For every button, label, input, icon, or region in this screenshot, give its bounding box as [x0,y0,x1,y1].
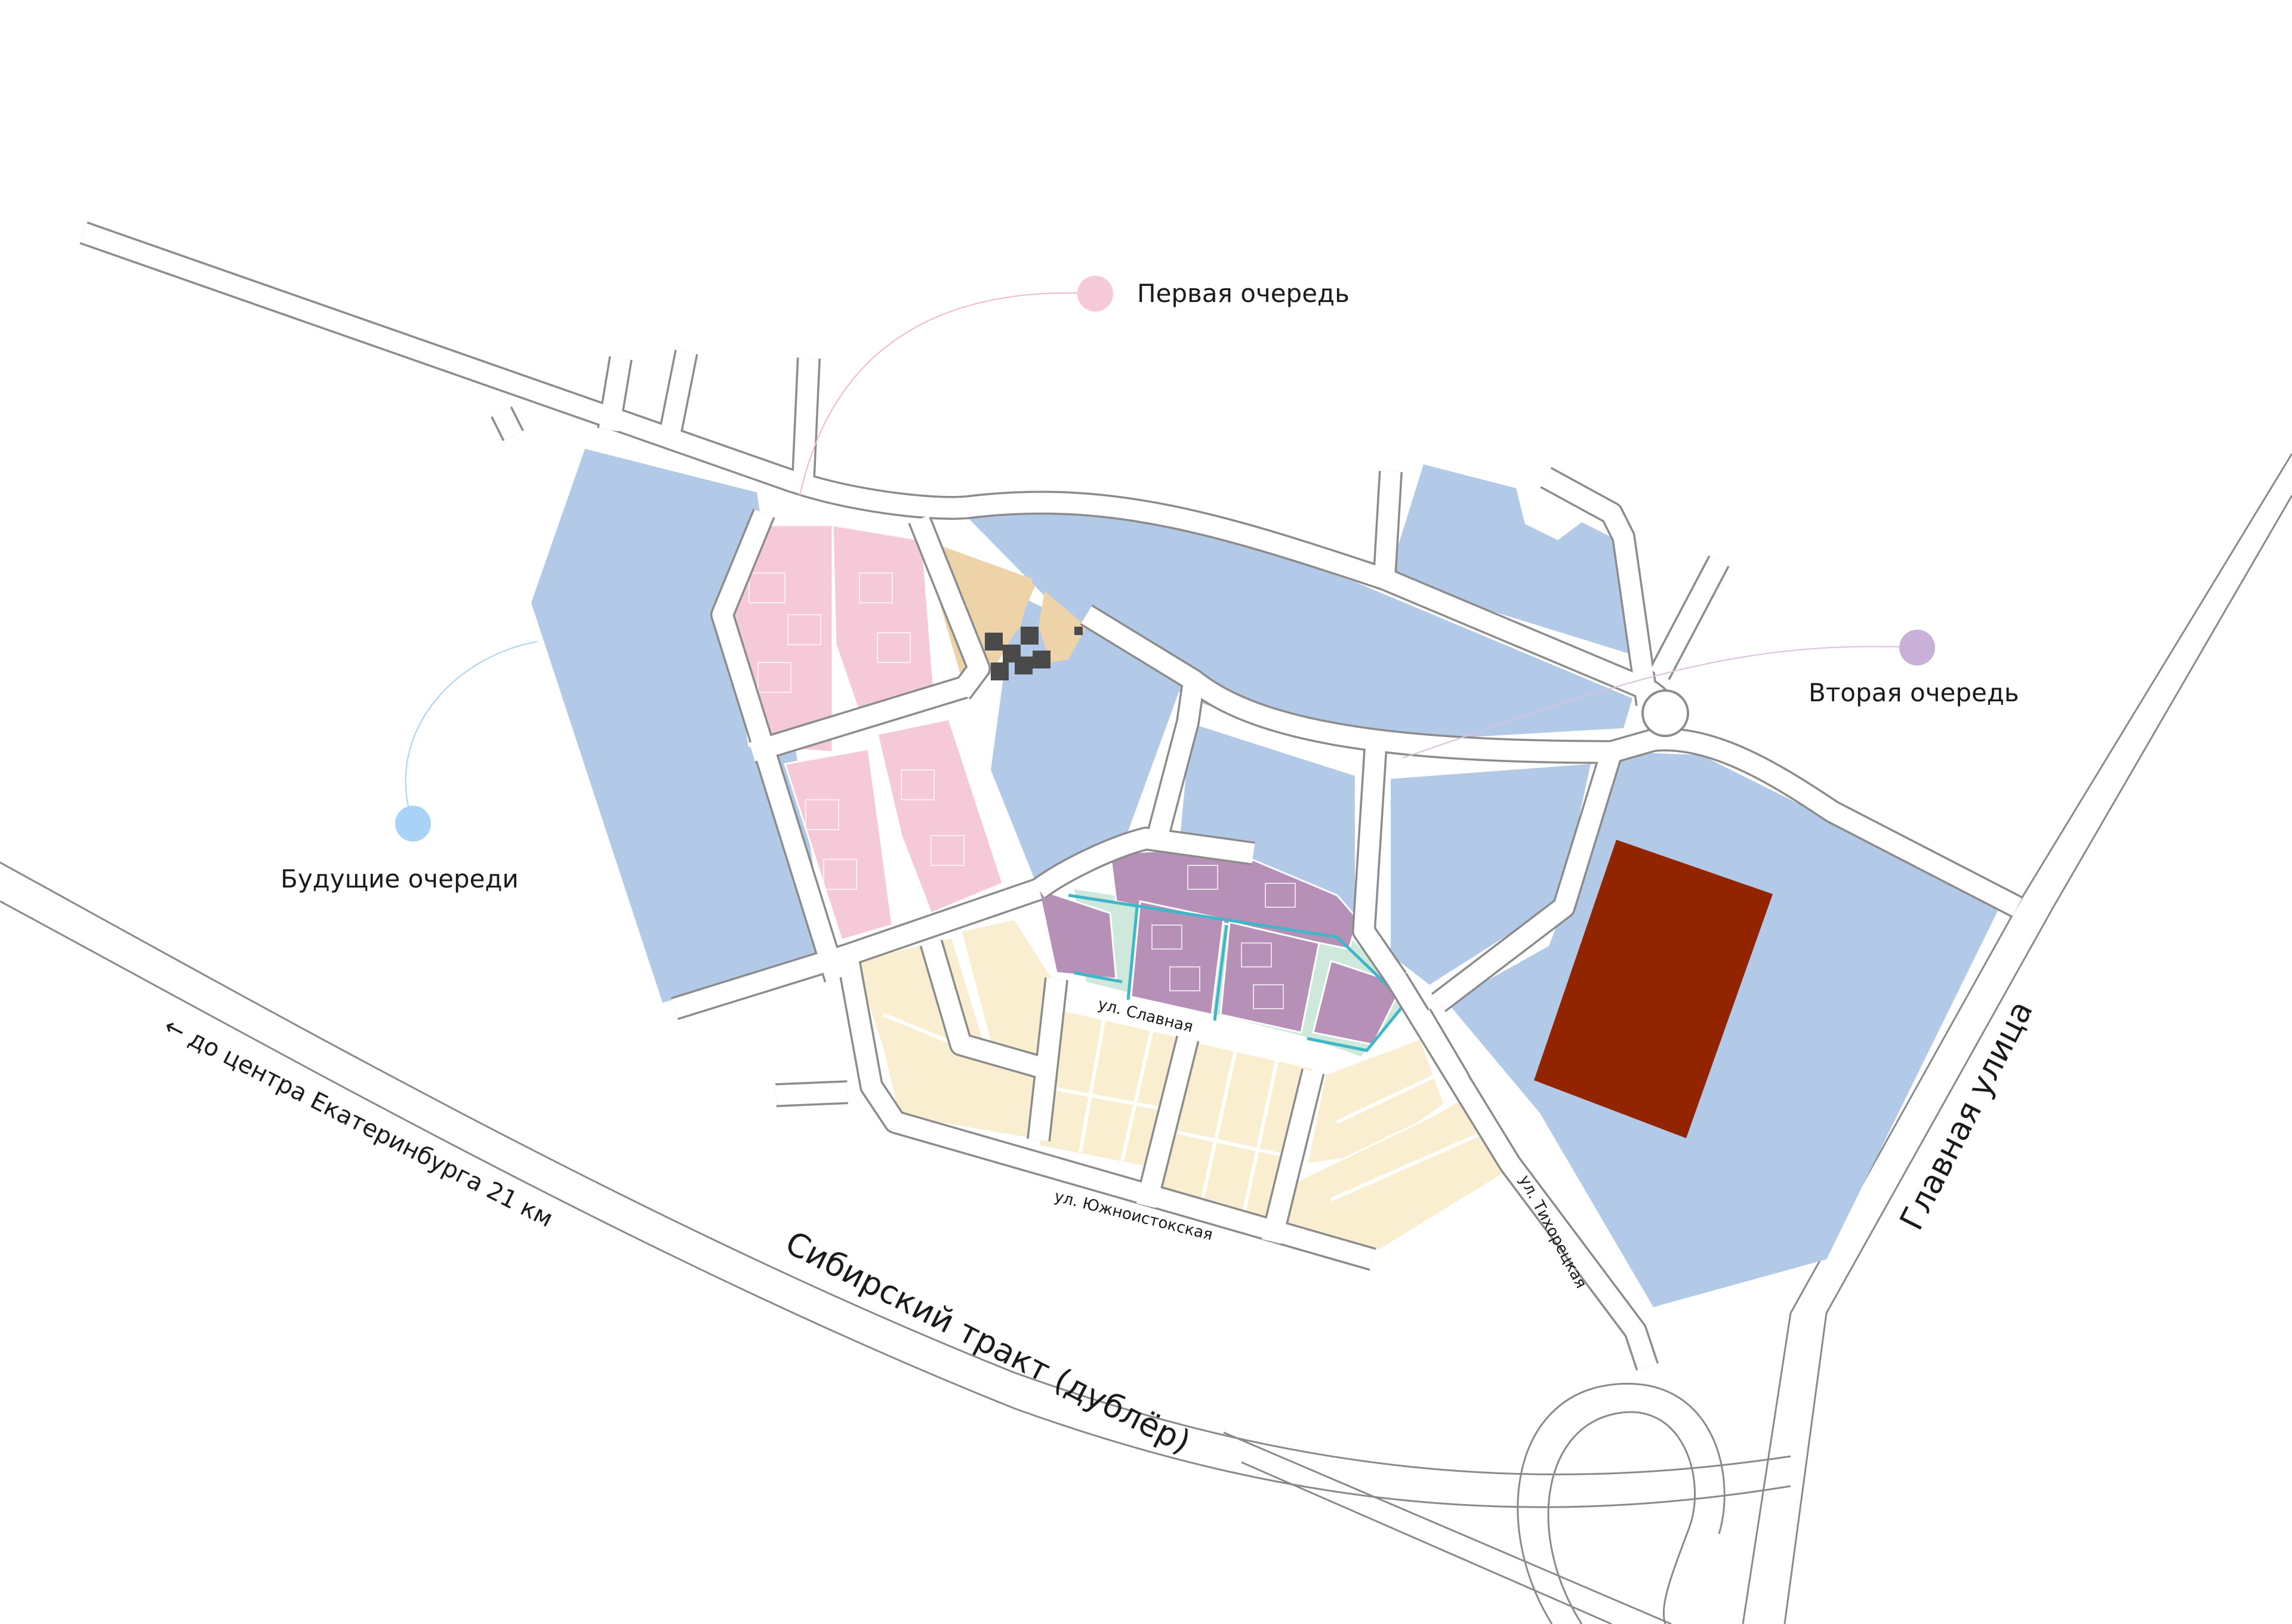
pink-block-4 [876,718,1004,914]
highway-lines [0,453,2292,1624]
cream-plot-dividers [882,1013,1481,1224]
future-zone-ne [1388,464,1638,657]
first-phase-label: Первая очередь [1137,279,1350,308]
future-phases-label: Будущие очереди [281,864,519,893]
pink-building-outlines [748,572,965,890]
street-tikhoretskaya-label: ул. Тихорецкая [1515,1172,1590,1292]
future-zone-north [968,494,1632,741]
roundabout [1641,689,1689,737]
pink-block-3 [784,748,894,941]
second-phase-connector [1402,646,1918,759]
future-zone-center-east [1391,764,1591,985]
school-building [985,627,1083,680]
second-phase-zones [1037,846,1412,1056]
second-phase-label: Вторая очередь [1809,678,2019,707]
to-center-label: ← до центра Екатеринбурга 21 км [159,1012,557,1233]
future-zones [531,449,2000,1307]
road-network [79,221,2023,1371]
purple-block-2 [1037,888,1117,980]
future-phases-marker [395,806,431,842]
future-phases-connector [405,641,538,824]
second-phase-marker [1899,630,1935,665]
landmark-block [1534,840,1773,1138]
purple-block-3 [1130,900,1225,1016]
siberian-tract-label: Сибирский тракт (дублёр) [780,1224,1197,1461]
purple-block-4 [1219,921,1320,1034]
legend: Первая очередь Вторая очередь Будущие оч… [281,276,2019,893]
purple-building-outlines [1151,865,1296,1009]
future-zone-center [1179,723,1355,928]
first-phase-marker [1077,276,1113,312]
first-phase-connector [799,292,1096,496]
school-plot-small [1039,591,1086,662]
first-phase-zones [730,524,1004,941]
